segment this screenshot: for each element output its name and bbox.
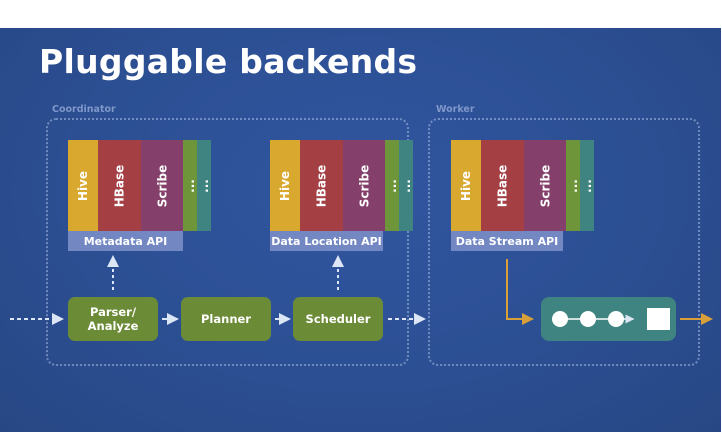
data-stream-to-pipeline-arrow — [506, 259, 534, 325]
worker-group — [428, 118, 700, 366]
scheduler-box: Scheduler — [293, 297, 383, 341]
data-location-api-label: Data Location API — [270, 231, 383, 251]
metadata-api-label: Metadata API — [68, 231, 183, 251]
data-stream-api-label: Data Stream API — [451, 231, 563, 251]
arrows-layer — [10, 255, 713, 330]
pipeline-node-icon — [552, 311, 568, 327]
backend-hive: Hive — [451, 140, 482, 231]
coordinator-group — [46, 118, 409, 366]
worker-label: Worker — [436, 104, 475, 115]
pipeline-sink-icon — [647, 308, 670, 330]
backend-scribe: Scribe — [140, 140, 184, 231]
backend-more: ... — [385, 140, 399, 231]
pipeline-node-icon — [580, 311, 596, 327]
pipeline-node-icon — [608, 311, 624, 327]
planner-box: Planner — [181, 297, 271, 341]
backend-scribe: Scribe — [523, 140, 567, 231]
backend-more: ... — [399, 140, 413, 231]
backend-hive: Hive — [68, 140, 99, 231]
metadata-backend-stack: Hive HBase Scribe ... ... Metadata API — [68, 140, 211, 251]
data-location-backend-stack: Hive HBase Scribe ... ... Data Location … — [270, 140, 413, 251]
backend-hive: Hive — [270, 140, 301, 231]
slide-title: Pluggable backends — [39, 42, 418, 81]
backend-hbase: HBase — [98, 140, 141, 231]
backend-hbase: HBase — [481, 140, 524, 231]
slide: Pluggable backends Coordinator Worker Hi… — [0, 28, 721, 432]
backend-more: ... — [197, 140, 211, 231]
parser-analyze-box: Parser/Analyze — [68, 297, 158, 341]
backend-scribe: Scribe — [342, 140, 386, 231]
backend-more: ... — [566, 140, 580, 231]
data-stream-backend-stack: Hive HBase Scribe ... ... Data Stream AP… — [451, 140, 594, 251]
coordinator-label: Coordinator — [52, 104, 116, 115]
backend-more: ... — [580, 140, 594, 231]
backend-hbase: HBase — [300, 140, 343, 231]
backend-more: ... — [183, 140, 197, 231]
